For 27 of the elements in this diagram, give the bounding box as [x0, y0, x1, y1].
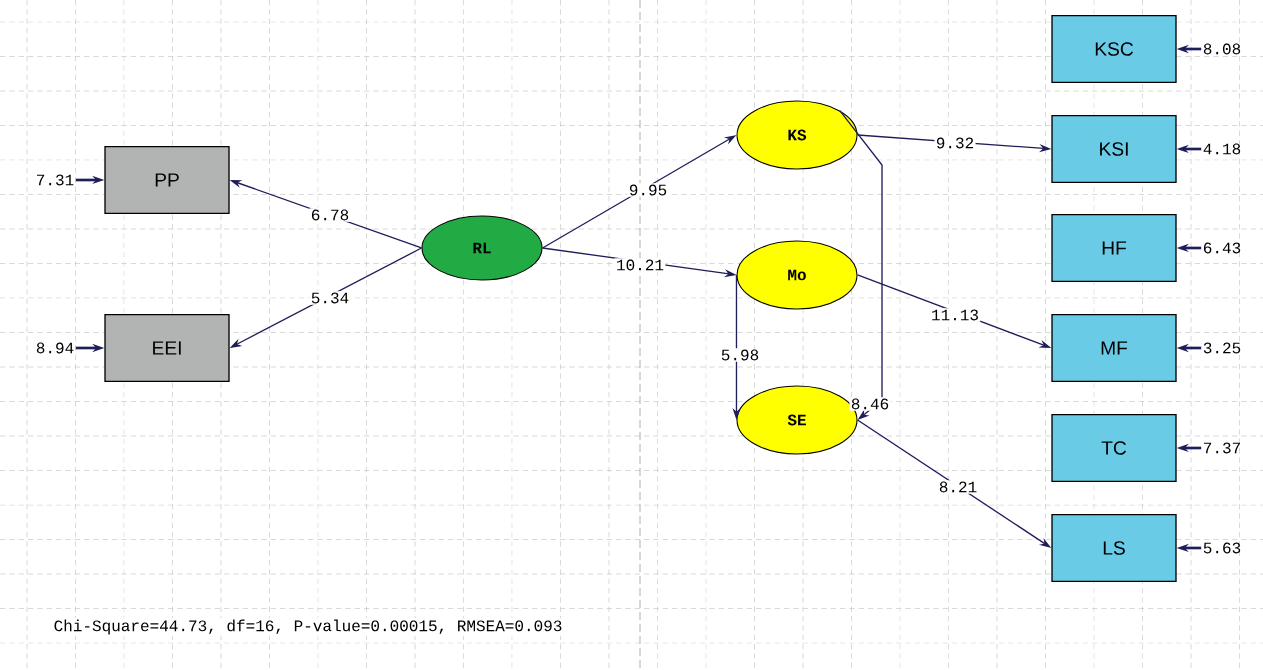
- edge-label: 11.13: [929, 308, 981, 322]
- variable-box: PP: [104, 146, 230, 214]
- variable-box: MF: [1051, 314, 1177, 382]
- edge-label: 5.34: [309, 291, 351, 305]
- error-value: 7.31: [37, 174, 74, 186]
- arrow: [839, 109, 883, 420]
- edge-label: 8.46: [849, 397, 891, 411]
- fit-statistics: Chi-Square=44.73, df=16, P-value=0.00015, RMSEA=0.093: [52, 618, 564, 636]
- variable-box: KSC: [1051, 15, 1177, 83]
- edge-label: 5.98: [719, 348, 761, 362]
- edge-label: 9.32: [934, 136, 976, 150]
- error-value: 8.08: [1203, 43, 1241, 55]
- variable-box: LS: [1051, 514, 1177, 582]
- error-value: 7.37: [1204, 442, 1240, 454]
- variable-box: EEI: [104, 314, 230, 382]
- error-value: 6.43: [1203, 242, 1241, 254]
- edge-label: 6.78: [309, 208, 351, 222]
- edge-label: 10.21: [614, 258, 666, 272]
- error-value: 3.25: [1203, 342, 1241, 354]
- edge-label: 8.21: [937, 480, 979, 494]
- error-value: 8.94: [36, 342, 74, 354]
- variable-box: TC: [1051, 414, 1177, 482]
- variable-box: HF: [1051, 214, 1177, 282]
- error-value: 4.18: [1203, 143, 1241, 155]
- edge-label: 9.95: [627, 183, 669, 197]
- variable-box: KSI: [1051, 115, 1177, 183]
- error-value: 5.63: [1203, 542, 1241, 554]
